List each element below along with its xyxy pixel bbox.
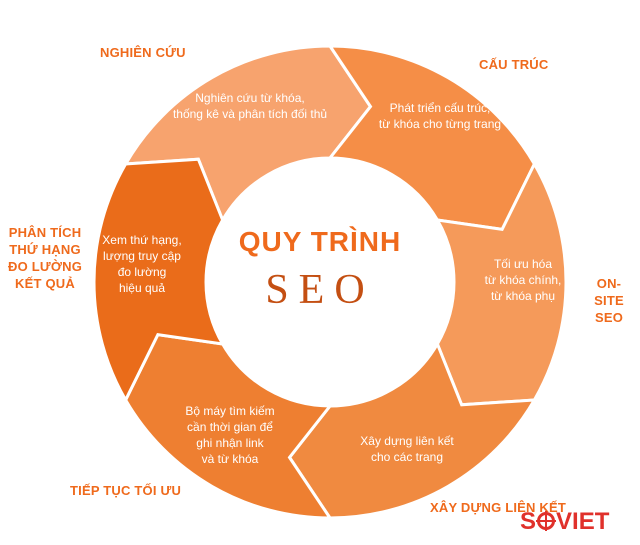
stage-text-structure: Phát triển cấu trúc,từ khóa cho từng tra… (378, 101, 502, 131)
stage-title-structure: CẤU TRÚC (479, 57, 549, 72)
ring-segment-analyze (92, 157, 226, 404)
seoviet-logo: S VIET (520, 508, 610, 535)
stage-title-continue: TIẾP TỤC TỐI ƯU (70, 483, 182, 498)
ring-segment-structure (326, 44, 537, 232)
crosshair-o-icon (536, 510, 557, 531)
center-title: QUY TRÌNH (238, 226, 402, 257)
stage-title-research: NGHIÊN CỨU (100, 45, 186, 60)
stage-title-link-building: XÂY DỰNG LIÊN KẾT (430, 500, 567, 515)
center-subtitle: SEO (265, 267, 375, 313)
stage-text-research: Nghiên cứu từ khóa,thống kê và phân tích… (172, 91, 328, 121)
